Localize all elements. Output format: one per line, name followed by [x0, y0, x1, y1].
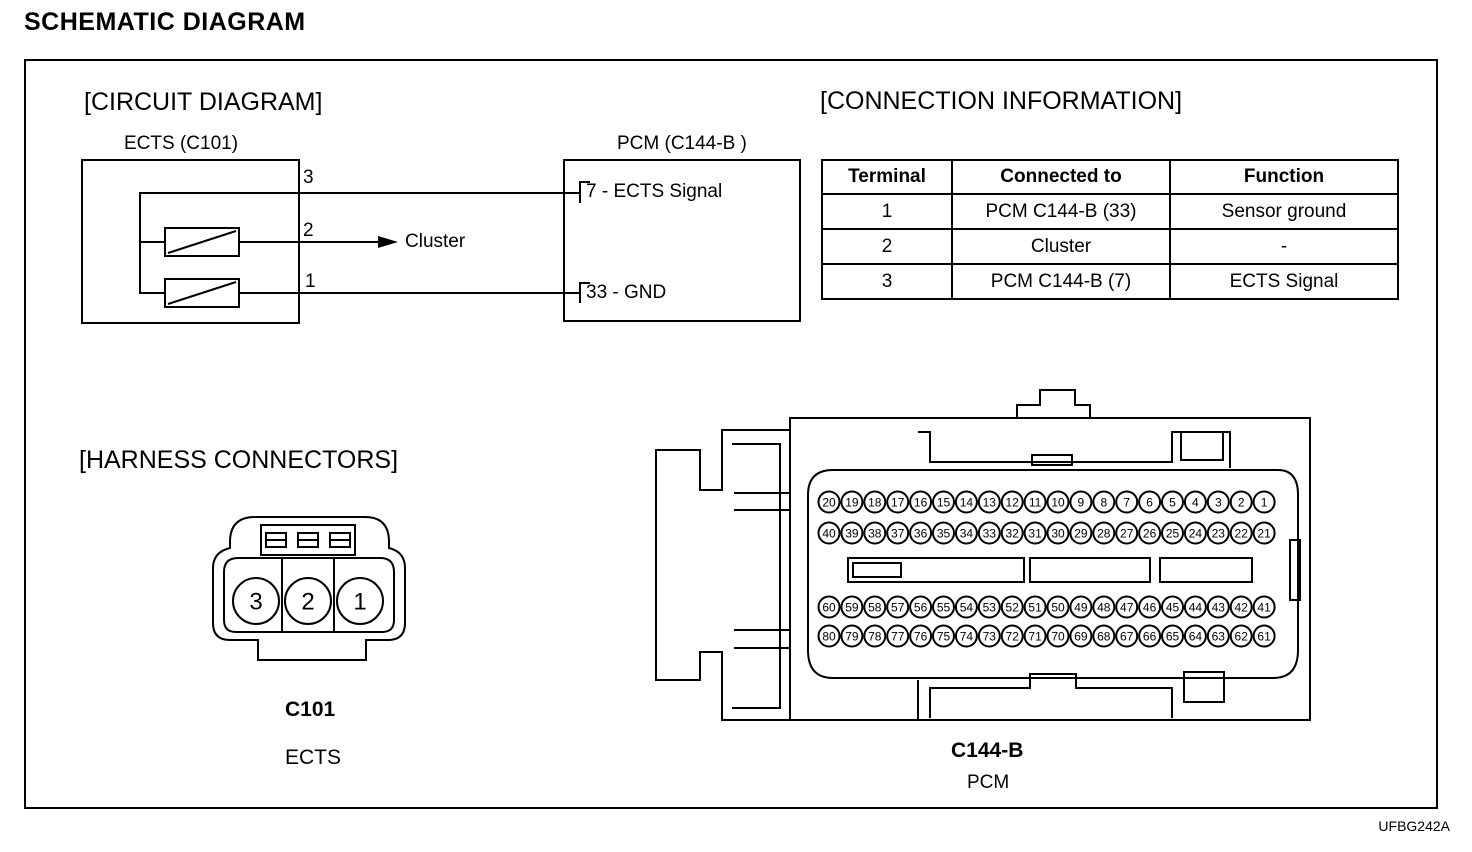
table-cell: 3 — [821, 263, 953, 300]
table-cell: PCM C144-B (7) — [951, 263, 1171, 300]
header-connected-to: Connected to — [951, 159, 1171, 195]
table-cell: PCM C144-B (33) — [951, 193, 1171, 230]
cluster-label: Cluster — [405, 231, 466, 252]
pin3-label: 3 — [303, 167, 314, 188]
c101-name: C101 — [285, 698, 336, 721]
pcm-pin7-label: 7 - ECTS Signal — [586, 181, 723, 202]
table-cell: 2 — [821, 228, 953, 265]
page-title: SCHEMATIC DIAGRAM — [24, 8, 306, 36]
diagram-frame — [24, 59, 1438, 809]
ects-label: ECTS (C101) — [124, 133, 239, 154]
header-function: Function — [1169, 159, 1399, 195]
table-header-row: Terminal Connected to Function — [821, 159, 1399, 195]
table-cell: 1 — [821, 193, 953, 230]
pin2-label: 2 — [303, 220, 314, 241]
table-row: 2 Cluster - — [821, 228, 1399, 265]
table-row: 1 PCM C144-B (33) Sensor ground — [821, 193, 1399, 230]
header-terminal: Terminal — [821, 159, 953, 195]
table-cell: Sensor ground — [1169, 193, 1399, 230]
pin1-label: 1 — [305, 271, 316, 292]
harness-connectors-heading: [HARNESS CONNECTORS] — [79, 446, 399, 474]
table-row: 3 PCM C144-B (7) ECTS Signal — [821, 263, 1399, 300]
pcm-label: PCM (C144-B ) — [617, 133, 747, 154]
c144b-desc: PCM — [967, 772, 1010, 793]
connection-table: Terminal Connected to Function 1 PCM C14… — [821, 159, 1399, 300]
table-cell: Cluster — [951, 228, 1171, 265]
circuit-diagram-heading: [CIRCUIT DIAGRAM] — [84, 88, 323, 116]
connection-info-heading: [CONNECTION INFORMATION] — [820, 87, 1183, 115]
figure-code: UFBG242A — [1378, 818, 1450, 834]
pcm-pin33-label: 33 - GND — [586, 282, 667, 303]
table-cell: - — [1169, 228, 1399, 265]
c144b-name: C144-B — [951, 739, 1024, 762]
table-cell: ECTS Signal — [1169, 263, 1399, 300]
c101-desc: ECTS — [285, 746, 342, 769]
